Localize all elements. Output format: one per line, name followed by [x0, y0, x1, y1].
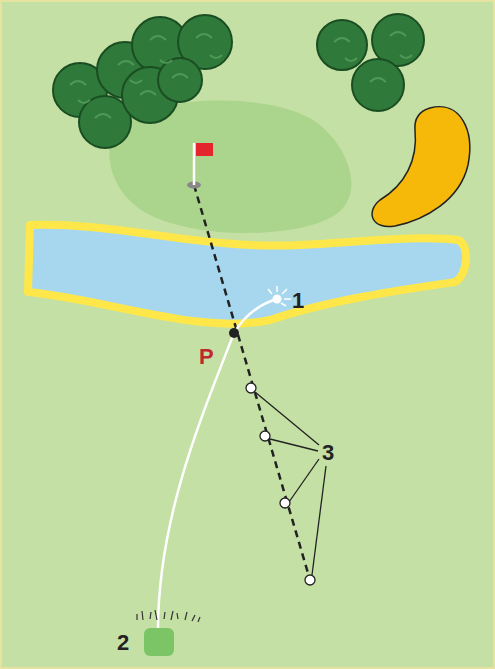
- callout-label: 2: [117, 632, 129, 654]
- callout-label: P: [199, 346, 214, 368]
- illustration-part: [70, 34, 212, 118]
- illustration-part: [246, 383, 256, 393]
- illustration-part: [177, 613, 178, 619]
- flag: [196, 143, 213, 156]
- drop-positions: [246, 383, 315, 585]
- illustration-part: [260, 431, 270, 441]
- illustration-part: [305, 575, 315, 585]
- illustration-part: [280, 498, 290, 508]
- illustration-part: [284, 298, 291, 300]
- sand-bunker: [372, 107, 470, 227]
- ball: [273, 295, 282, 304]
- illustration-part: [334, 32, 412, 82]
- illustration-part: [164, 612, 165, 619]
- trees-left: [53, 15, 232, 148]
- illustration-part: [155, 610, 157, 620]
- illustration-part: [317, 20, 367, 70]
- tree-texture-right: [334, 32, 412, 82]
- illustration-part: [276, 286, 278, 292]
- trees-right: [317, 14, 424, 111]
- illustration-part: [158, 58, 202, 102]
- illustration-part: [282, 289, 287, 294]
- illustration-part: [185, 612, 187, 620]
- point-p: [229, 328, 239, 338]
- illustration-part: [142, 611, 143, 620]
- illustration-part: [192, 615, 195, 621]
- callout-label: 3: [322, 442, 334, 464]
- illustration-part: [150, 612, 151, 619]
- flag-pole: [193, 143, 196, 185]
- ball-sparkle: [268, 286, 291, 306]
- illustration-part: [289, 459, 319, 502]
- illustration-part: [171, 611, 173, 620]
- illustration-part: [270, 439, 318, 451]
- tee-box: [144, 628, 174, 656]
- callout-label: 1: [292, 290, 304, 312]
- reference-line: [194, 185, 310, 580]
- illustration-part: [352, 59, 404, 111]
- illustration-part: [78, 55, 222, 103]
- illustration-part: [198, 617, 200, 622]
- illustration-part: [268, 289, 272, 294]
- ball-path: [158, 299, 277, 630]
- illustration-part: [255, 392, 319, 445]
- illustration-part: [312, 466, 326, 575]
- illustration-part: [281, 303, 286, 306]
- tree-texture: [70, 34, 222, 118]
- leader-lines: [255, 392, 326, 575]
- water-hazard: [28, 225, 466, 324]
- illustration-part: [136, 614, 137, 620]
- tee-grass: [137, 610, 200, 622]
